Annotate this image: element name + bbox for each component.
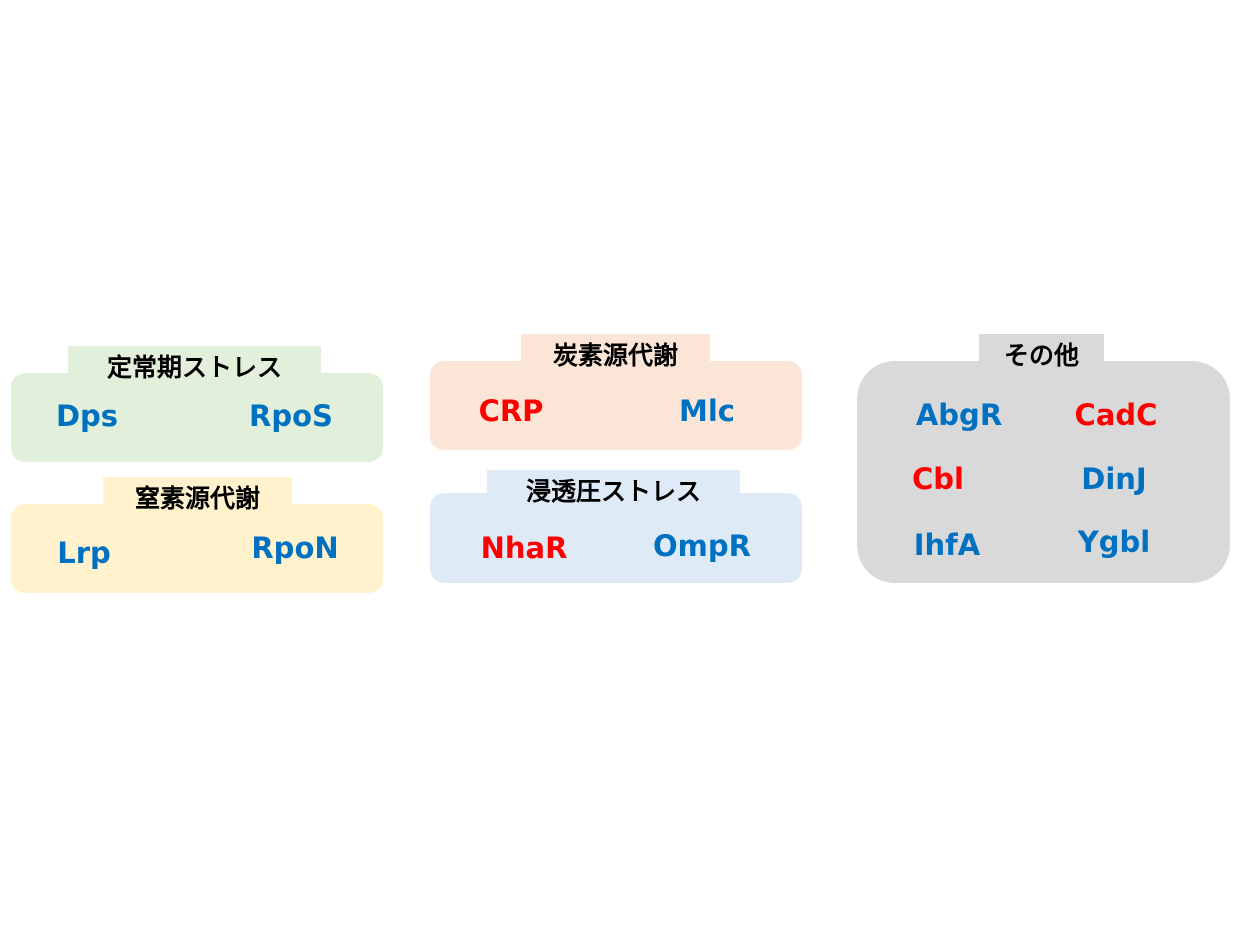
- gene-label: Ygbl: [1077, 525, 1151, 559]
- group-title: 定常期ストレス: [68, 346, 321, 386]
- gene-label: CRP: [478, 394, 544, 428]
- group-title: 炭素源代謝: [521, 334, 710, 374]
- gene-label: IhfA: [913, 528, 981, 562]
- group-other: [857, 361, 1230, 583]
- group-carbon-metabolism: [430, 361, 802, 450]
- gene-label: NhaR: [480, 531, 568, 565]
- gene-label: DinJ: [1081, 462, 1147, 496]
- gene-label: Lrp: [57, 536, 111, 570]
- gene-label: Mlc: [679, 394, 735, 428]
- gene-label: Dps: [55, 399, 119, 433]
- group-title: 窒素源代謝: [103, 477, 292, 517]
- gene-label: AbgR: [915, 398, 1003, 432]
- gene-label: RpoS: [249, 399, 333, 433]
- group-stationary-phase-stress: [11, 373, 383, 462]
- group-title: その他: [979, 334, 1104, 374]
- gene-label: Cbl: [912, 462, 964, 496]
- gene-label: RpoN: [251, 531, 339, 565]
- gene-label: CadC: [1074, 398, 1158, 432]
- group-nitrogen-metabolism: [11, 504, 383, 593]
- gene-label: OmpR: [653, 529, 751, 563]
- group-title: 浸透圧ストレス: [487, 470, 740, 510]
